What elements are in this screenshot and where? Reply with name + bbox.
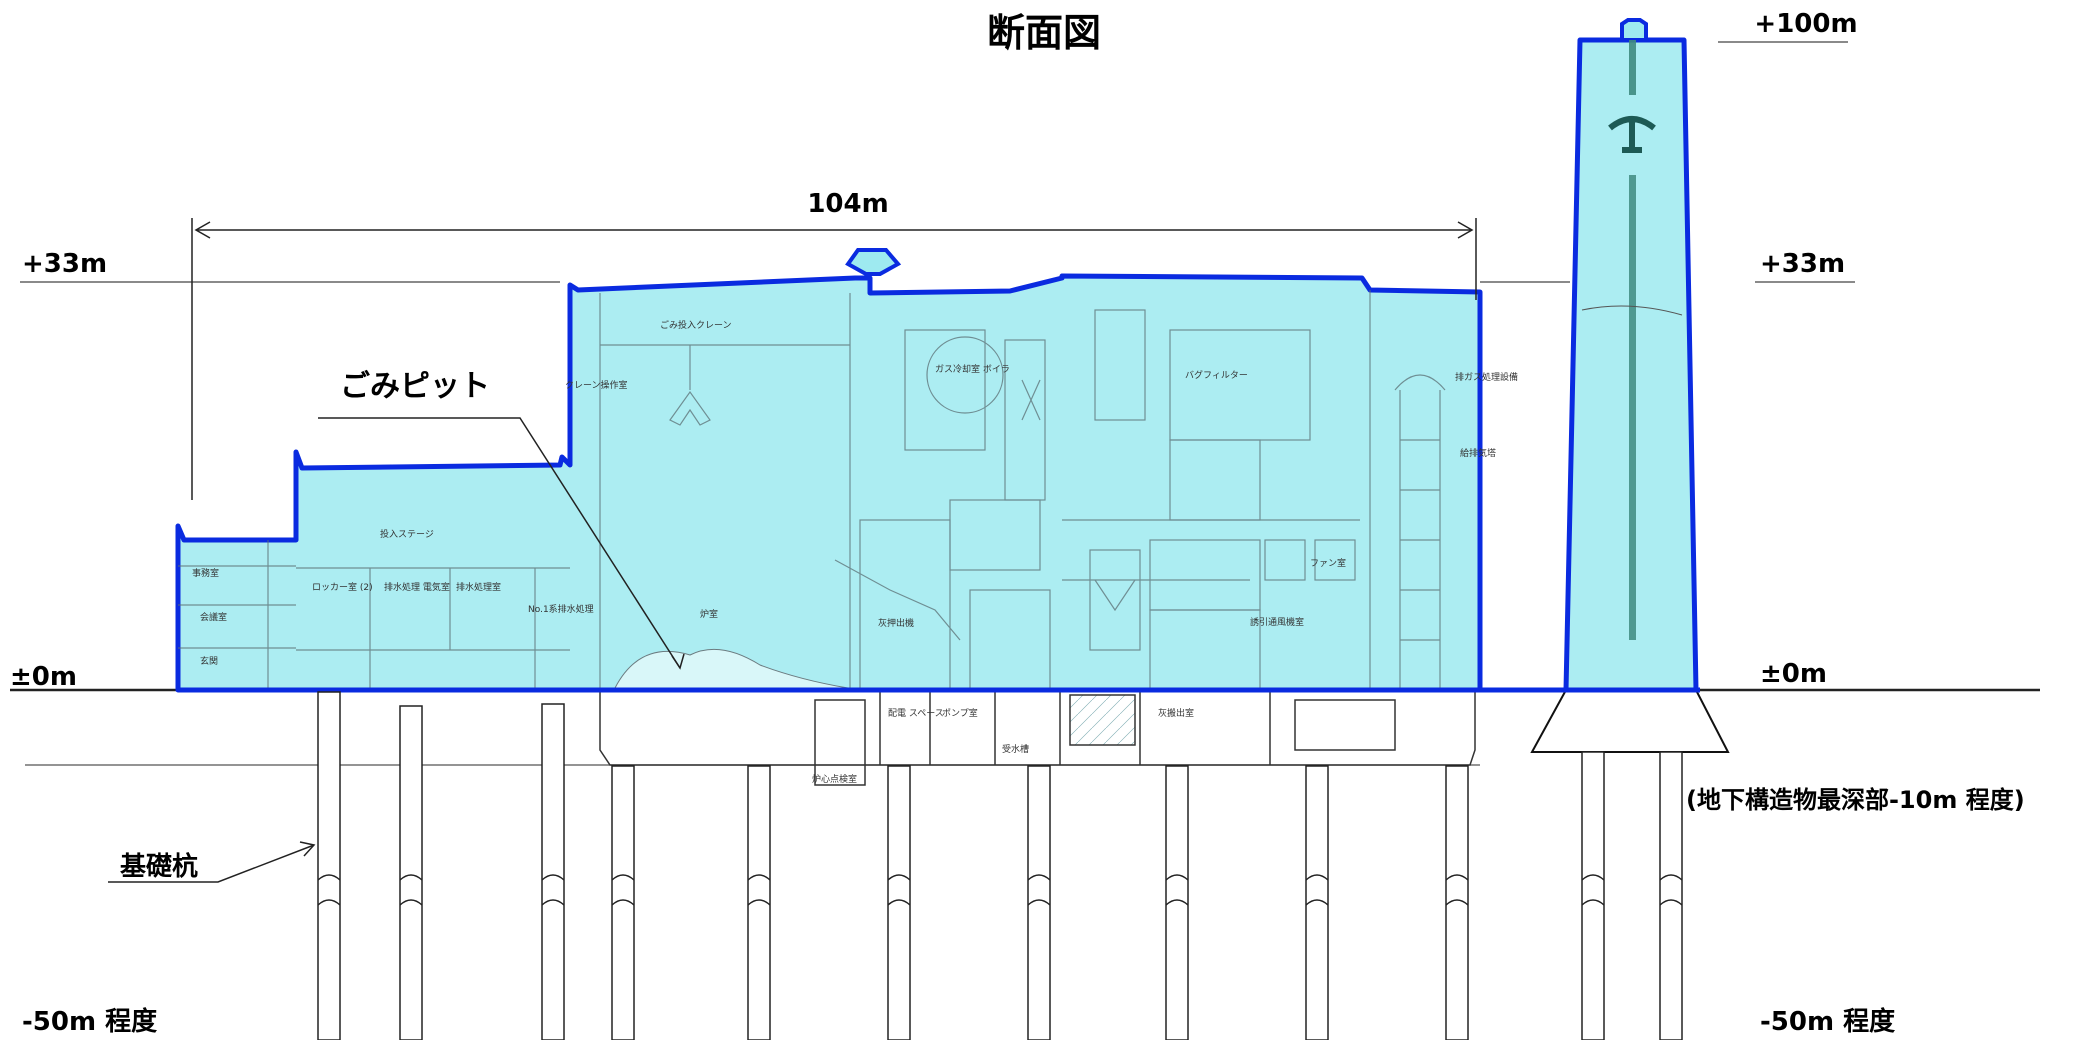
room-label: ごみ投入クレーン [660, 319, 732, 331]
roof-vent [845, 248, 902, 276]
room-label: 誘引通風機室 [1250, 616, 1304, 628]
ground-level-left: ±0m [10, 662, 77, 692]
room-label: 玄関 [200, 655, 218, 667]
interior-linework [178, 290, 1446, 691]
foundation-pile-label: 基礎杭 [120, 851, 198, 882]
width-label: 104m [807, 189, 888, 219]
level-33-left: +33m [22, 249, 107, 279]
basement [599, 690, 1476, 786]
room-label: 排水処理 電気室 [384, 581, 450, 593]
diagram-title: 断面図 [987, 11, 1101, 55]
room-label: ロッカー室 (2) [312, 581, 373, 593]
pile-depth-right: -50m 程度 [1760, 1006, 1895, 1037]
room-labels: 事務室 会議室 玄関 投入ステージ ロッカー室 (2) 排水処理 電気室 排水処… [192, 319, 1518, 785]
room-label: 灰押出機 [878, 617, 914, 629]
room-label: 炉室 [700, 608, 718, 620]
stack-height-label: +100m [1754, 9, 1857, 39]
level-33-right: +33m [1760, 249, 1845, 279]
room-label: 排ガス処理設備 [1455, 371, 1518, 383]
pile-depth-left: -50m 程度 [22, 1006, 157, 1037]
room-label: No.1系排水処理 [528, 603, 594, 615]
room-label: 排水処理室 [456, 581, 501, 593]
foundation-pile-leader [108, 844, 315, 883]
stack [1530, 18, 1730, 753]
room-label: 投入ステージ [380, 528, 434, 540]
room-label: 配電 スペース [888, 708, 944, 719]
room-label: 受水槽 [1002, 743, 1029, 755]
room-label: 会議室 [200, 611, 227, 623]
room-label: ファン室 [1310, 557, 1346, 569]
room-label: バグフィルター [1185, 369, 1248, 381]
refuse-pit-label: ごみピット [340, 369, 490, 404]
room-label: クレーン操作室 [565, 379, 628, 391]
ground-level-right: ±0m [1760, 659, 1827, 689]
room-label: 灰搬出室 [1158, 707, 1194, 719]
pile-break-marks [317, 874, 1683, 906]
foundation-piles [317, 691, 1683, 1040]
width-dimension [191, 218, 1477, 500]
plant-building [175, 273, 1483, 693]
room-label: ガス冷却室 ボイラ [935, 363, 1010, 375]
underground-depth-note: (地下構造物最深部-10m 程度) [1686, 786, 2025, 814]
room-label: ポンプ室 [942, 707, 978, 719]
stack-foundation [1530, 689, 1730, 753]
room-label: 炉心点検室 [812, 773, 857, 785]
room-label: 給排気塔 [1460, 447, 1496, 459]
room-label: 事務室 [192, 567, 219, 579]
refuse-pit-leader [318, 417, 681, 669]
